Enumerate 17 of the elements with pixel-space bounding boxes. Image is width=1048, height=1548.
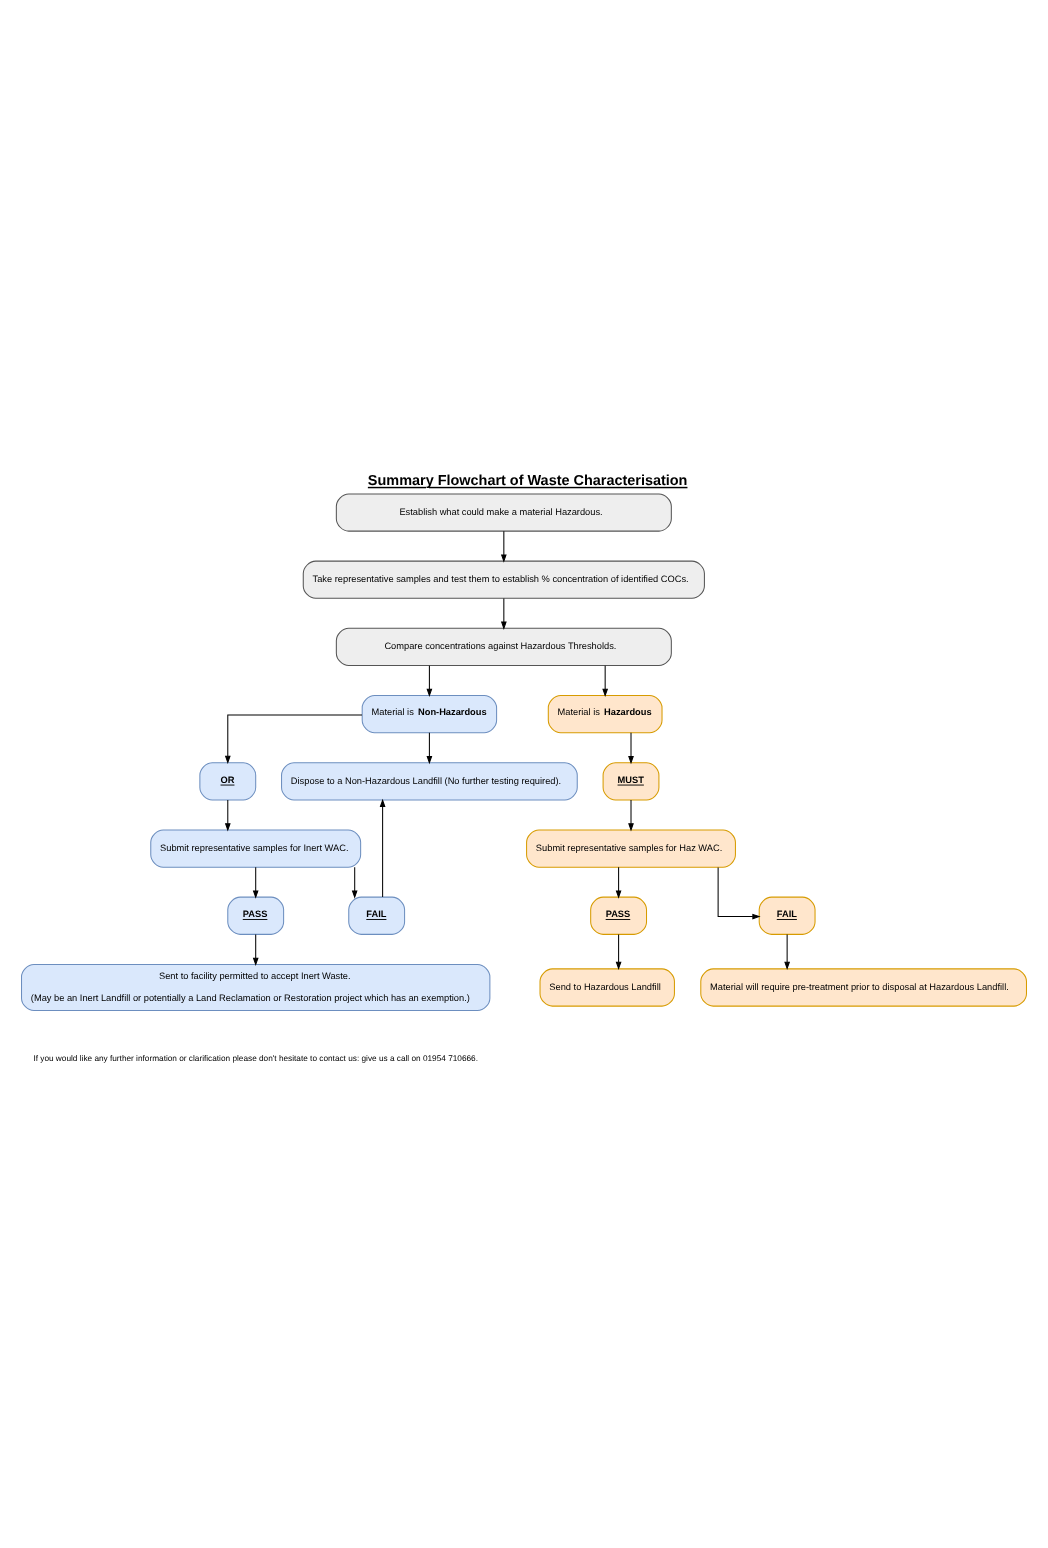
- arrow: [426, 665, 433, 698]
- arrow: [500, 530, 507, 563]
- arrow: [379, 798, 386, 898]
- arrow: [351, 866, 358, 899]
- arrow: [717, 867, 761, 920]
- arrow: [252, 934, 259, 966]
- arrow: [784, 934, 791, 971]
- arrow: [224, 714, 363, 765]
- arrow: [602, 665, 609, 698]
- arrow: [615, 934, 622, 971]
- arrow: [426, 732, 433, 765]
- arrow: [224, 799, 231, 832]
- arrow: [628, 799, 634, 832]
- arrow: [628, 732, 634, 765]
- arrow: [500, 597, 507, 630]
- arrow: [615, 866, 622, 899]
- arrow: [252, 866, 259, 899]
